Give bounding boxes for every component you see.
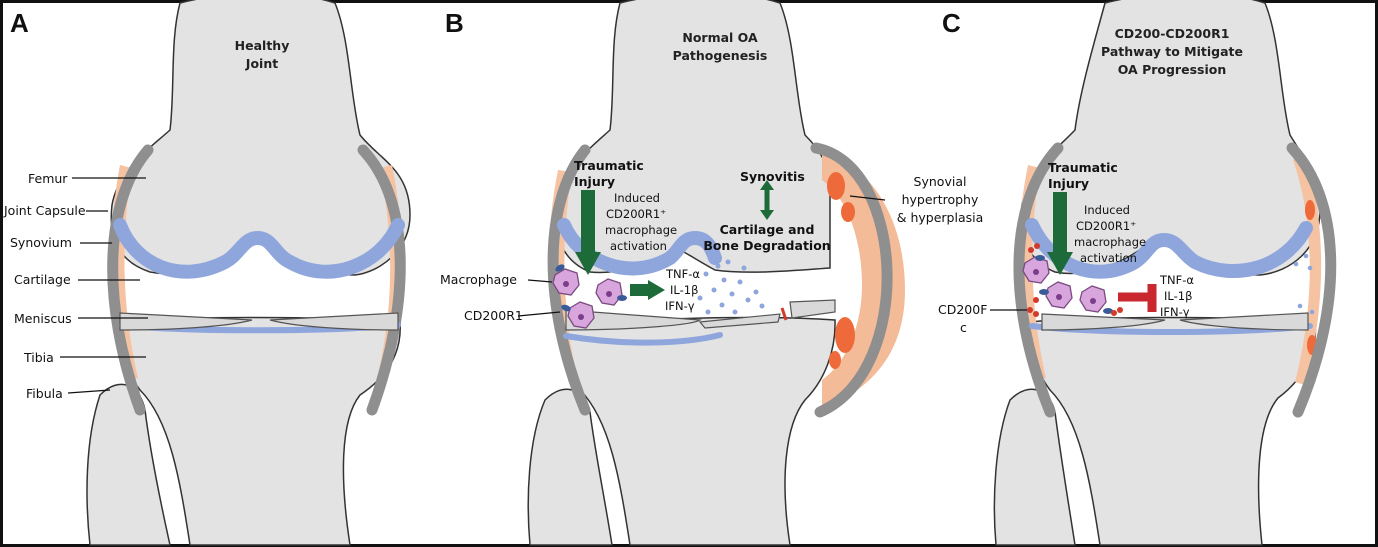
induced-b-line4: activation <box>610 239 667 253</box>
panel-a-title-line2: Joint <box>245 56 278 71</box>
traumatic-injury-c-line2: Injury <box>1048 176 1089 191</box>
panel-b-title-line1: Normal OA <box>682 30 758 45</box>
traumatic-injury-b-line1: Traumatic <box>574 158 644 173</box>
meniscus-fragment-b <box>789 299 836 319</box>
panel-b-title-line2: Pathogenesis <box>673 48 768 63</box>
macrophage-cell-c1 <box>1022 243 1050 284</box>
cd200fc-label-line2: c <box>960 320 967 335</box>
panel-a-title-line1: Healthy <box>235 38 290 53</box>
meniscus-right <box>269 312 399 331</box>
hyperplasia-spot-1 <box>827 172 845 200</box>
hyperplasia-spot-2 <box>841 202 855 222</box>
meniscus-right-b <box>698 313 781 329</box>
cartilage-debris-c <box>1293 243 1315 315</box>
femur-cartilage <box>113 218 405 279</box>
cd200r1-label: CD200R1 <box>464 308 523 323</box>
joint-capsule-left <box>107 144 154 416</box>
meniscus-left <box>119 312 253 331</box>
cytokine-tnf-c: TNF-α <box>1159 273 1194 287</box>
hyperplasia-spot-3 <box>835 317 855 353</box>
joint-capsule-right-c <box>1286 142 1337 418</box>
label-femur: Femur <box>28 171 68 186</box>
fibula-bone-c <box>993 388 1076 546</box>
leader-macrophage <box>527 279 553 283</box>
leader-fibula <box>67 389 111 394</box>
panel-a: A Healthy Joint Femur Joint Capsule Syno… <box>3 0 411 546</box>
panel-c-title-line1: CD200-CD200R1 <box>1115 26 1230 41</box>
panel-b: B <box>440 0 984 546</box>
label-tibia: Tibia <box>23 350 54 365</box>
traumatic-injury-b-line2: Injury <box>574 174 615 189</box>
synovial-line1: Synovial <box>914 174 967 189</box>
label-meniscus: Meniscus <box>14 311 72 326</box>
macrophage-cell-c2 <box>1033 281 1073 309</box>
synovial-line3: & hyperplasia <box>897 210 984 225</box>
label-cartilage: Cartilage <box>14 272 71 287</box>
cd200fc-molecule <box>1027 307 1039 317</box>
induced-b-line1: Induced <box>614 191 660 205</box>
macrophage-cell-b3 <box>561 301 595 329</box>
femur-cartilage-c <box>1025 218 1313 279</box>
label-fibula: Fibula <box>26 386 63 401</box>
induced-c-line2: CD200R1⁺ <box>1076 219 1136 233</box>
leader-synovial <box>849 195 886 201</box>
panel-c-title-line2: Pathway to Mitigate <box>1101 44 1243 59</box>
panel-c-letter: C <box>942 8 961 38</box>
induced-c-line3: macrophage <box>1074 235 1146 249</box>
joint-capsule-left-b <box>547 144 591 416</box>
joint-capsule-right-b <box>810 142 893 418</box>
panel-b-letter: B <box>445 8 464 38</box>
cd200fc-label-line1: CD200F <box>938 302 987 317</box>
leader-cd200r1 <box>517 311 561 317</box>
synovitis-arrowhead-up <box>760 180 774 190</box>
macrophage-cell-c3 <box>1079 285 1123 316</box>
label-joint-capsule: Joint Capsule <box>3 203 86 218</box>
cytokine-ifn-b: IFN-γ <box>665 299 695 313</box>
cytokine-ifn-c: IFN-γ <box>1160 305 1190 319</box>
meniscus-right-c <box>1179 312 1309 331</box>
degradation-line2: Bone Degradation <box>703 238 830 253</box>
meniscus-tear-b <box>780 307 788 321</box>
induced-c-line4: activation <box>1080 251 1137 265</box>
traumatic-injury-c-line1: Traumatic <box>1048 160 1118 175</box>
meniscus-left-c <box>1041 313 1166 331</box>
macrophage-cell-b2 <box>595 278 627 306</box>
cytokine-arrowhead-b <box>648 280 665 300</box>
induced-b-line3: macrophage <box>605 223 677 237</box>
induced-c-line1: Induced <box>1084 203 1130 217</box>
tibia-bone-c <box>1028 316 1317 546</box>
synovitis-arrowhead-down <box>760 210 774 220</box>
cytokine-il-b: IL-1β <box>670 283 698 297</box>
cytokine-tnf-b: TNF-α <box>665 267 700 281</box>
synovitis-label: Synovitis <box>740 169 805 184</box>
synovium-hypertrophy <box>822 150 905 410</box>
cartilage-debris-b <box>697 255 765 315</box>
traumatic-arrowhead-b <box>575 252 601 275</box>
joint-capsule-right <box>357 144 406 416</box>
cytokine-il-c: IL-1β <box>1164 289 1192 303</box>
label-synovium: Synovium <box>10 235 72 250</box>
macrophage-label: Macrophage <box>440 272 517 287</box>
macrophage-cell-b1 <box>552 264 580 296</box>
panel-c-title-line3: OA Progression <box>1118 62 1226 77</box>
hyperplasia-spot-4 <box>829 351 841 369</box>
tibia-cartilage-b <box>563 332 723 346</box>
degradation-line1: Cartilage and <box>720 222 815 237</box>
meniscus-left-b <box>565 309 702 331</box>
panel-a-letter: A <box>10 8 29 38</box>
joint-capsule-left-c <box>1013 142 1064 418</box>
hyperplasia-spot-c1 <box>1305 200 1315 220</box>
panel-c: C <box>938 0 1337 546</box>
synovial-line2: hypertrophy <box>902 192 979 207</box>
traumatic-arrowhead-c <box>1047 252 1073 275</box>
induced-b-line2: CD200R1⁺ <box>606 207 666 221</box>
